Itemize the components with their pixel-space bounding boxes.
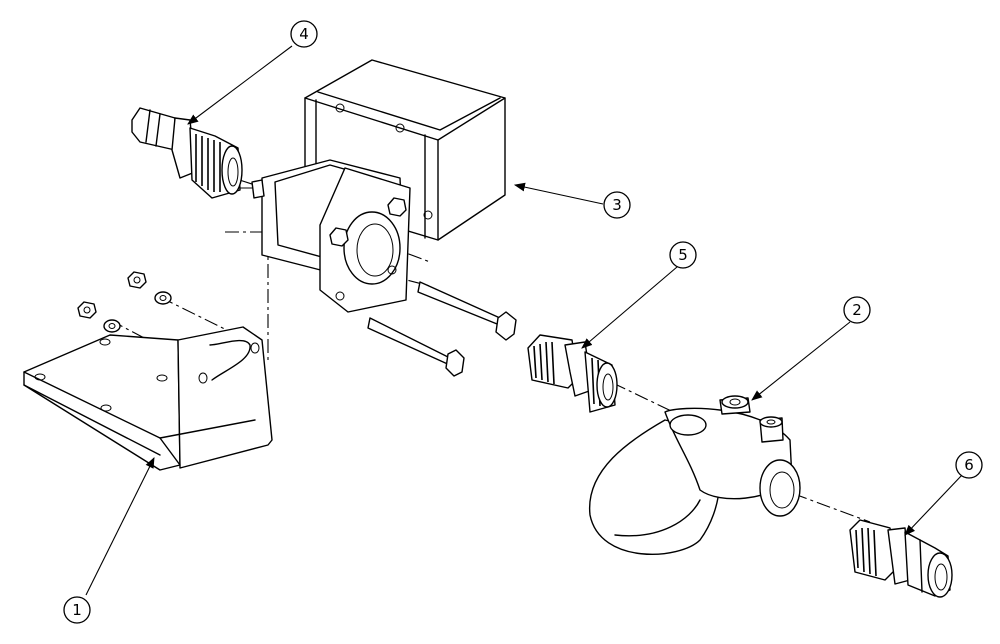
callout-1: 1 bbox=[63, 596, 91, 624]
callout-3-circle bbox=[603, 191, 631, 219]
callout-3: 3 bbox=[603, 191, 631, 219]
callout-6: 6 bbox=[955, 451, 983, 479]
tee-valve-body bbox=[589, 395, 801, 555]
barb-fitting-bottom bbox=[849, 519, 953, 598]
callout-4-label: 4 bbox=[299, 25, 309, 43]
callout-2: 2 bbox=[843, 296, 871, 324]
callout-5-circle bbox=[669, 241, 697, 269]
callout-1-circle bbox=[63, 596, 91, 624]
callout-1-label: 1 bbox=[72, 601, 82, 619]
nuts-and-washers bbox=[77, 271, 172, 333]
leader-lines bbox=[85, 45, 963, 596]
callout-5: 5 bbox=[669, 241, 697, 269]
barb-fitting-top bbox=[131, 107, 243, 199]
threaded-nipple bbox=[527, 334, 618, 413]
callout-3-label: 3 bbox=[612, 196, 622, 214]
callout-4: 4 bbox=[290, 20, 318, 48]
solenoid-valve bbox=[251, 59, 506, 313]
mounting-bracket bbox=[23, 326, 273, 471]
callout-6-label: 6 bbox=[964, 456, 974, 474]
callout-2-label: 2 bbox=[852, 301, 862, 319]
callout-4-circle bbox=[290, 20, 318, 48]
callout-2-circle bbox=[843, 296, 871, 324]
callout-6-circle bbox=[955, 451, 983, 479]
callout-5-label: 5 bbox=[678, 246, 688, 264]
long-bolts bbox=[367, 281, 517, 377]
